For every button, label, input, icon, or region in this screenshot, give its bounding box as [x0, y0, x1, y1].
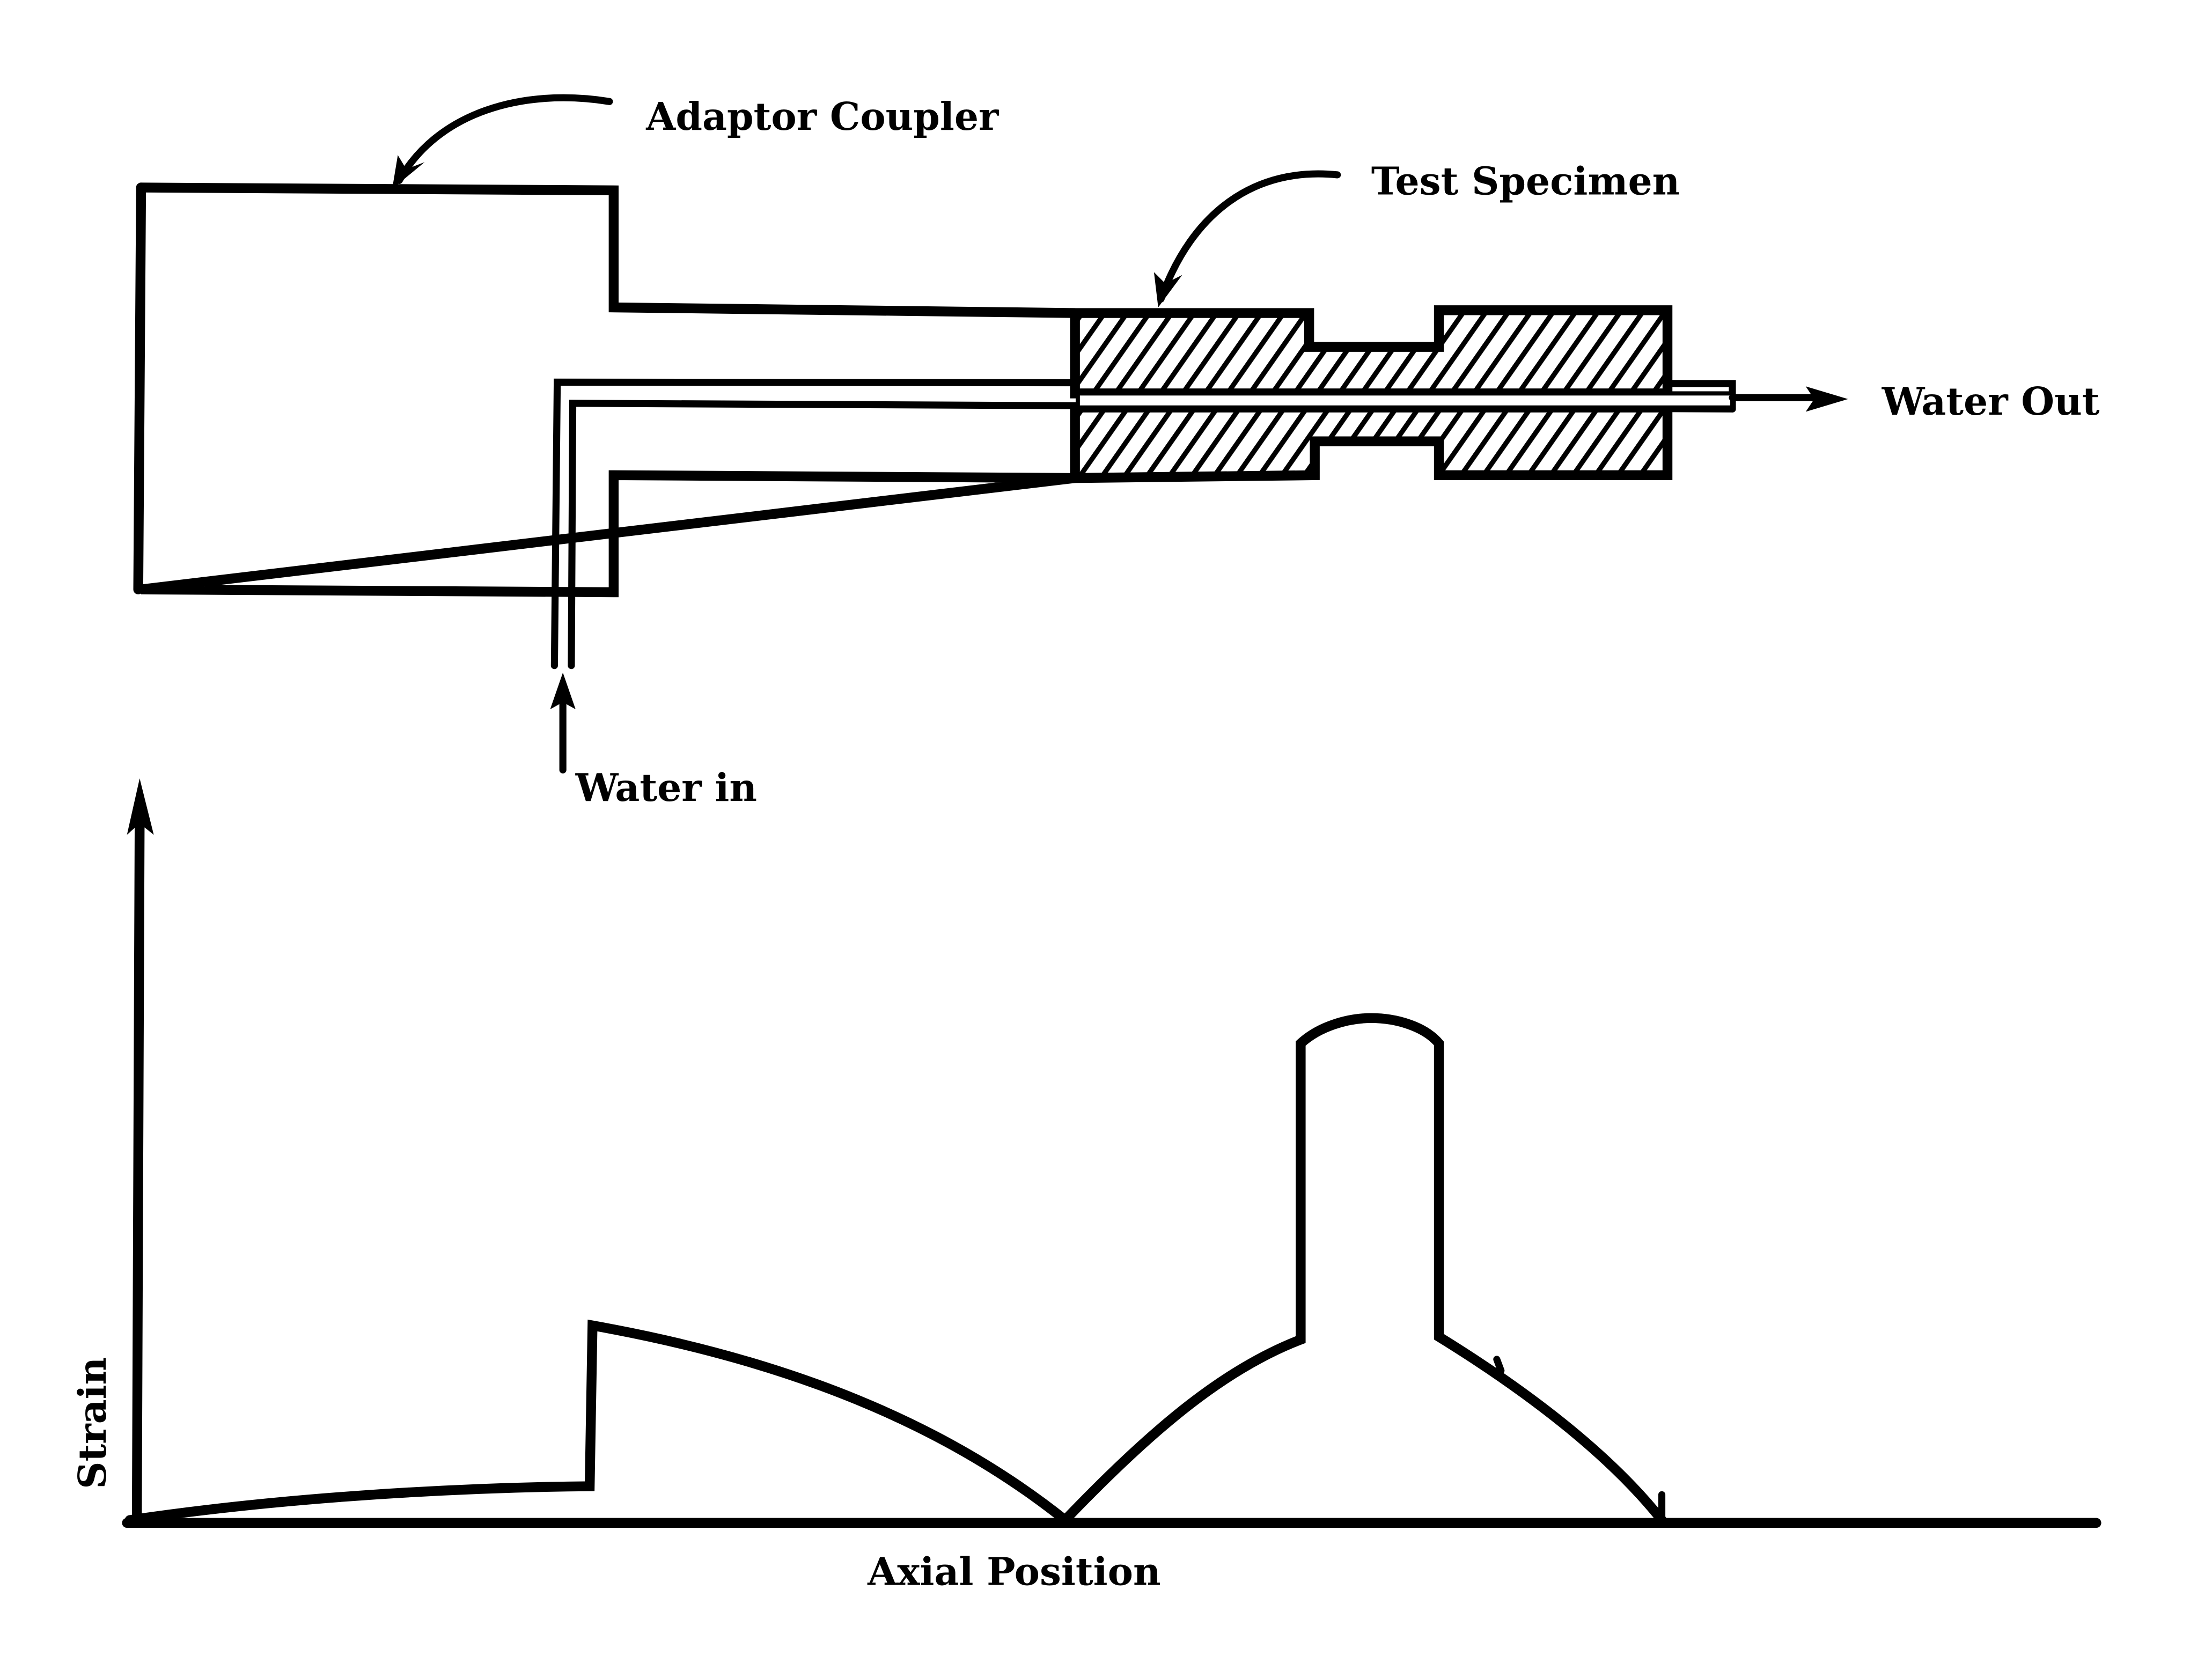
x-axis-label: Axial Position	[867, 1549, 1160, 1594]
specimen-upper-half	[1070, 305, 1673, 399]
arrow-up-icon	[550, 672, 576, 710]
adaptor-coupler-outline	[136, 182, 1080, 598]
water-in-arrow	[550, 672, 576, 774]
leader-curve	[1157, 170, 1341, 303]
y-axis-label: Strain	[70, 1357, 115, 1489]
leader-arrowhead-icon	[392, 155, 425, 189]
adaptor-coupler-leader	[392, 94, 613, 189]
label-test-specimen: Test Specimen	[1371, 159, 1680, 204]
adaptor-coupler	[133, 182, 1080, 598]
leader-curve	[395, 94, 613, 185]
label-water-out: Water Out	[1882, 379, 2100, 424]
water-out-arrow	[1729, 386, 1848, 412]
adaptor-coupler-left-edge	[133, 182, 146, 594]
curve-tick-mark	[1493, 1356, 1505, 1374]
arrow-right-icon	[1805, 386, 1848, 412]
y-axis-arrowhead-icon	[127, 778, 154, 835]
y-axis	[131, 810, 145, 1528]
strain-plot: Strain Axial Position	[70, 778, 2101, 1594]
label-water-in: Water in	[575, 765, 757, 810]
leader-arrowhead-icon	[1153, 272, 1182, 308]
specimen-bore	[1075, 391, 1735, 410]
strain-curve	[124, 1013, 1667, 1527]
test-specimen-leader	[1153, 170, 1341, 308]
label-adaptor-coupler: Adaptor Coupler	[645, 94, 1000, 139]
specimen-lower-half	[1070, 402, 1673, 483]
test-specimen	[1070, 305, 1735, 483]
